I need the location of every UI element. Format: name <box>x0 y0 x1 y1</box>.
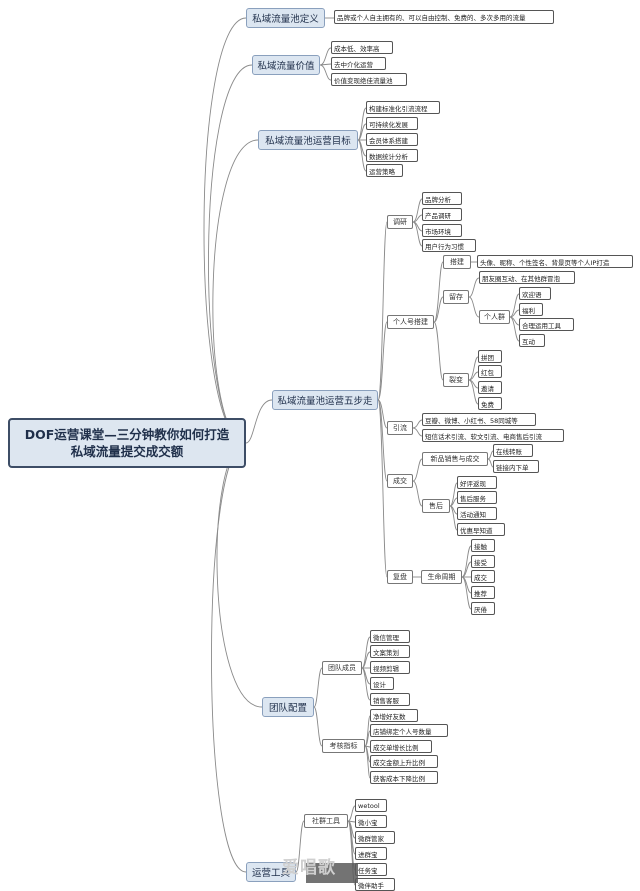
kpi-item-1: 净增好友数 <box>370 709 418 722</box>
group-item-1: 欢迎语 <box>519 287 551 300</box>
value-topic: 私域流量价值 <box>252 55 320 75</box>
lifecycle-item-1: 接触 <box>471 539 495 552</box>
research-item-1: 品牌分析 <box>422 192 462 205</box>
team-members-node: 团队成员 <box>322 661 362 675</box>
value-item-3: 价值变现绝佳流量池 <box>331 73 407 86</box>
lifecycle-item-4: 推荐 <box>471 586 495 599</box>
goal-topic: 私域流量池运营目标 <box>258 130 358 150</box>
traffic-node: 引流 <box>387 421 413 435</box>
new-sales-item-1: 在线转账 <box>493 444 533 457</box>
team-member-1: 微信管理 <box>370 630 410 643</box>
lifecycle-item-3: 成交 <box>471 570 495 583</box>
research-item-2: 产品调研 <box>422 208 462 221</box>
research-node: 调研 <box>387 215 413 229</box>
kpi-node: 考核指标 <box>322 739 365 753</box>
root-title-line-1: DOF运营课堂—三分钟教你如何打造 <box>24 427 230 442</box>
fission-node: 裂变 <box>443 373 469 387</box>
group-item-2: 福利 <box>519 303 543 316</box>
fission-item-2: 红包 <box>478 365 502 378</box>
group-item-4: 互动 <box>519 334 545 347</box>
group-item-3: 合理运用工具 <box>519 318 574 331</box>
lifecycle-node: 生命周期 <box>421 570 462 584</box>
team-member-5: 销售客服 <box>370 693 410 706</box>
steps-topic: 私域流量池运营五步走 <box>272 390 378 410</box>
after-sales-item-1: 好评返现 <box>457 476 497 489</box>
lifecycle-item-2: 接受 <box>471 555 495 568</box>
research-item-3: 市场环境 <box>422 224 462 237</box>
community-tool-4: 进群宝 <box>355 847 387 860</box>
kpi-item-5: 获客成本下降比例 <box>370 771 438 784</box>
retain-node: 留存 <box>443 290 469 304</box>
watermark-text: 爱唱歌 <box>282 858 336 878</box>
community-tool-2: 微小宝 <box>355 815 387 828</box>
goal-item-1: 构建标准化引流流程 <box>366 101 440 114</box>
new-sales-node: 新品销售与成交 <box>422 452 488 466</box>
after-sales-item-4: 优惠早知道 <box>457 523 505 536</box>
fission-item-3: 邀请 <box>478 381 502 394</box>
team-topic: 团队配置 <box>262 697 314 717</box>
kpi-item-3: 成交单增长比例 <box>370 740 432 753</box>
goal-item-2: 可持续化发展 <box>366 117 418 130</box>
team-member-3: 视频剪辑 <box>370 661 410 674</box>
retain-text: 朋友圈互动、在其他群冒泡 <box>479 271 575 284</box>
fission-item-1: 拼团 <box>478 350 502 363</box>
new-sales-item-2: 链接内下单 <box>493 460 539 473</box>
lifecycle-item-5: 厌倦 <box>471 602 495 615</box>
definition-topic: 私域流量池定义 <box>246 8 325 28</box>
team-member-2: 文案策划 <box>370 645 410 658</box>
kpi-item-2: 店铺绑定个人号数量 <box>370 724 448 737</box>
review-node: 复盘 <box>387 570 413 584</box>
root-topic: DOF运营课堂—三分钟教你如何打造 私域流量提交成交额 <box>8 418 246 468</box>
after-sales-item-2: 售后服务 <box>457 491 497 504</box>
community-tool-6: 微伴助手 <box>355 878 395 891</box>
watermark-backdrop <box>306 863 358 883</box>
build-text: 头像、昵称、个性签名、背景页等个人IP打造 <box>477 255 633 268</box>
after-sales-item-3: 活动通知 <box>457 507 497 520</box>
kpi-item-4: 成交金额上升比例 <box>370 755 438 768</box>
goal-item-4: 数据统计分析 <box>366 149 418 162</box>
community-tools-node: 社群工具 <box>304 814 348 828</box>
community-tool-5: 任务宝 <box>355 863 387 876</box>
value-item-2: 去中介化运营 <box>331 57 386 70</box>
after-sales-node: 售后 <box>422 499 450 513</box>
traffic-item-2: 短信话术引流、软文引流、电商售后引流 <box>422 429 564 442</box>
personal-account-node: 个人号搭建 <box>387 315 434 329</box>
definition-text: 品牌或个人自主拥有的、可以自由控制、免费的、多次多用的流量 <box>334 10 554 24</box>
value-item-1: 成本低、效率高 <box>331 41 393 54</box>
fission-item-4: 免费 <box>478 397 502 410</box>
research-item-4: 用户行为习惯 <box>422 239 476 252</box>
traffic-item-1: 豆瓣、微博、小红书、58同城等 <box>422 413 536 426</box>
community-tool-3: 微群管家 <box>355 831 395 844</box>
goal-item-5: 运营策略 <box>366 164 403 177</box>
community-tool-1: wetool <box>355 799 387 812</box>
root-title-line-2: 私域流量提交成交额 <box>70 444 184 459</box>
deal-node: 成交 <box>387 474 413 488</box>
personal-group-node: 个人群 <box>479 310 510 324</box>
goal-item-3: 会员体系搭建 <box>366 133 418 146</box>
team-member-4: 设计 <box>370 677 394 690</box>
build-node: 搭建 <box>443 255 471 269</box>
tools-topic: 运营工具 <box>246 862 296 882</box>
